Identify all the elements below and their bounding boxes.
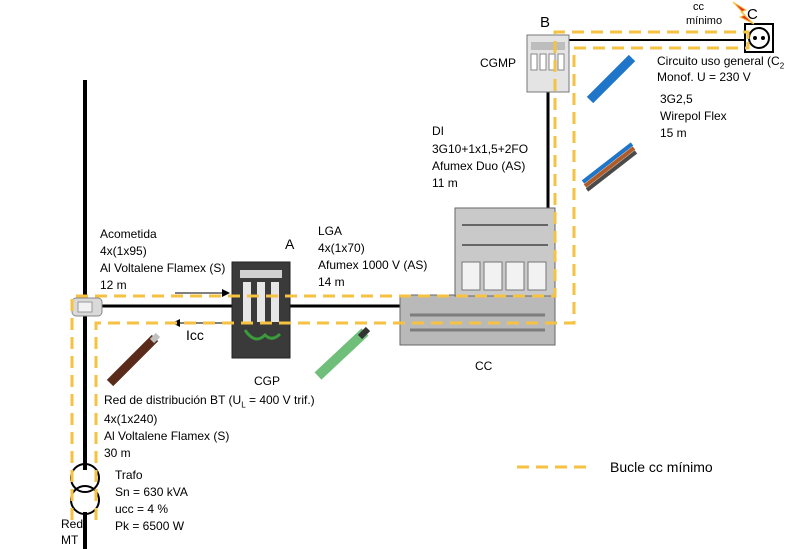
trafo-pk: Pk = 6500 W [115,519,185,533]
di-title: DI [432,124,444,138]
cable-image-blue [583,50,638,108]
circuito-cable1: 3G2,5 [660,92,693,106]
di-line1: 3G10+1x1,5+2FO [432,142,529,156]
socket-icon [744,23,774,53]
circuito-cable3: 15 m [660,126,687,140]
cgp-label: CGP [254,374,281,388]
cc-minimo-line2: mínimo [686,15,723,27]
cable-image-tricolor [578,133,638,193]
acometida-line1: 4x(1x95) [100,244,147,258]
red-line3: Al Voltalene Flamex (S) [104,429,230,443]
short-circuit-loop-return [94,42,750,520]
point-c-label: C [747,6,758,23]
lga-line2: Afumex 1000 V (AS) [318,258,428,272]
icc-label: Icc [186,327,204,343]
short-circuit-loop [70,30,750,520]
arrow-right [175,289,230,297]
circuito-line1: Circuito uso general (C2 [657,53,784,74]
cc-label: CC [475,359,493,373]
di-line3: 11 m [432,176,458,190]
cgp-box [231,261,291,359]
cc-box [399,207,556,346]
red-line1: Red de distribución BT (UL = 400 V trif.… [104,392,315,413]
lga-title: LGA [318,224,343,238]
fault-lightning-icon [732,1,755,25]
lga-line3: 14 m [318,275,345,289]
point-a-label: A [285,236,295,252]
cable-image-green [310,325,372,383]
acometida-line3: 12 m [100,278,127,292]
cgmp-box [526,34,570,93]
red-mt-line1: Red [61,517,84,531]
red-line4: 30 m [104,446,131,460]
cable-image-red [105,332,161,388]
di-line2: Afumex Duo (AS) [432,159,526,173]
acometida-title: Acometida [100,227,157,241]
trafo-ucc: ucc = 4 % [115,502,169,516]
junction-connector [71,297,103,317]
cgmp-label: CGMP [480,56,516,70]
arrow-left [172,319,225,327]
trafo-title: Trafo [115,468,143,482]
red-line2: 4x(1x240) [104,412,158,426]
red-line1-post: = 400 V trif.) [245,393,315,407]
circuito-line2: Monof. U = 230 V [657,70,751,84]
legend-label: Bucle cc mínimo [610,459,713,475]
circuito-cable2: Wirepol Flex [660,109,727,123]
trafo-sn: Sn = 630 kVA [115,485,188,499]
red-line1-pre: Red de distribución BT (U [104,393,242,407]
red-mt-line2: MT [61,533,79,547]
lga-line1: 4x(1x70) [318,241,365,255]
circuito-line1-sub: 2 [779,61,785,71]
cc-minimo-line1: cc [693,1,704,13]
red-line1-sub: L [241,400,246,410]
circuito-line1-text: Circuito uso general (C [657,54,780,68]
acometida-line2: Al Voltalene Flamex (S) [100,261,226,275]
point-b-label: B [540,14,551,31]
